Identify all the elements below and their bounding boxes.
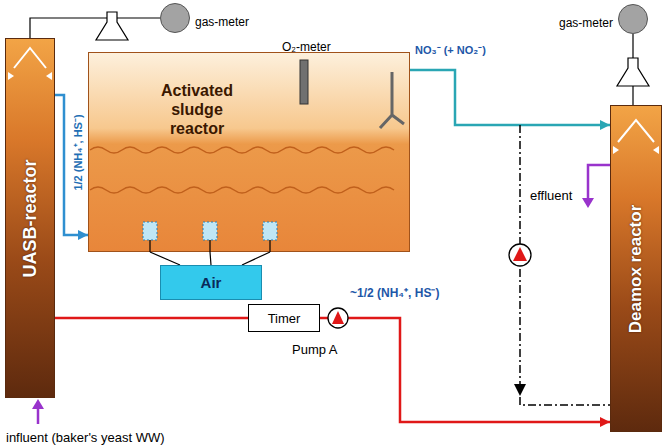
timer-box: Timer: [248, 304, 320, 332]
outflow-label: effluent: [530, 188, 572, 203]
label-holder: 1/2 (NH₄⁺, HS⁻): [39, 143, 115, 158]
flow-arrowhead: [582, 198, 594, 208]
aerator: [143, 222, 157, 240]
label-holder: ~1/2 (NH₄⁺, HS⁻): [350, 283, 439, 301]
reactor-name: Activated sludge reactor: [149, 81, 245, 138]
baffle-mark: [46, 72, 52, 80]
flow-line: [55, 317, 248, 320]
pump-symbol: [513, 247, 527, 261]
flow-line: [410, 70, 610, 125]
recirculation-line: [520, 125, 610, 405]
label-holder: gas-meter: [195, 12, 249, 30]
baffle-mark: [8, 72, 14, 80]
flow-line: [320, 318, 610, 422]
arrowhead: [600, 417, 610, 427]
label-holder: influent (baker's yeast WW): [6, 428, 165, 446]
flow-line: [150, 252, 270, 265]
pump-symbol: [328, 308, 348, 328]
pump-symbol: [332, 311, 344, 324]
uasb-reactor: UASB-reactor: [5, 38, 55, 398]
meter-label: gas-meter: [559, 16, 613, 30]
gas-meter: gas-meter: [618, 4, 648, 34]
label-holder: gas-meter: [559, 13, 613, 31]
activated-sludge-reactor: Activated sludge reactor: [88, 52, 410, 252]
gas-separator: [618, 120, 654, 142]
reactor-name: Deamox reactor: [626, 204, 646, 333]
baffle-mark: [613, 146, 619, 154]
label-holder: effluent: [530, 186, 572, 204]
effluent-pipe: [588, 165, 610, 199]
flow-label: NO₃⁻ (+ NO₂⁻): [415, 42, 486, 57]
arrowhead: [600, 120, 610, 130]
flow-connector: [30, 18, 160, 38]
oxygen-probe: [300, 60, 308, 104]
reactor-name: UASB-reactor: [20, 159, 41, 277]
sludge-wave: [90, 187, 394, 193]
pump-label: Pump A: [292, 342, 338, 357]
aerator: [203, 222, 217, 240]
flow-line: [55, 95, 88, 235]
air-supply-box: Air: [160, 265, 262, 300]
sludge-wave: [90, 147, 394, 153]
flow-connector: [55, 95, 88, 240]
flow-connector: [320, 318, 610, 427]
gas-meter: gas-meter: [160, 3, 190, 33]
label-holder: NO₃⁻ (+ NO₂⁻): [415, 40, 486, 58]
instrument-label: O₂-meter: [282, 40, 331, 54]
gas-flask: [617, 58, 649, 86]
outlet-baffle: [380, 72, 404, 128]
baffle-mark: [653, 146, 659, 154]
flow-label: ~1/2 (NH₄⁺, HS⁻): [350, 284, 439, 301]
flow-connector: [150, 252, 270, 265]
gas-separator: [14, 48, 46, 68]
deamox-reactor: Deamox reactor: [610, 105, 662, 432]
arrowhead: [78, 230, 88, 240]
gas-flask: [96, 12, 128, 40]
influent-pipe: [37, 408, 40, 424]
flow-arrowhead: [32, 399, 44, 409]
flow-line: [30, 18, 160, 38]
flow-connector: [55, 318, 248, 319]
box-label: Timer: [268, 311, 301, 326]
flow-connector: [410, 70, 610, 130]
label-holder: Pump A: [292, 340, 338, 358]
flow-arrowhead: [514, 384, 526, 396]
inflow-label: influent (baker's yeast WW): [6, 430, 165, 445]
label-holder: O₂-meter: [282, 37, 331, 55]
box-label: Air: [201, 274, 222, 291]
meter-label: gas-meter: [195, 15, 249, 29]
pump-symbol: [509, 244, 531, 266]
air-pipe: [150, 240, 270, 252]
flow-label: 1/2 (NH₄⁺, HS⁻): [70, 114, 85, 190]
aerator: [263, 222, 277, 240]
